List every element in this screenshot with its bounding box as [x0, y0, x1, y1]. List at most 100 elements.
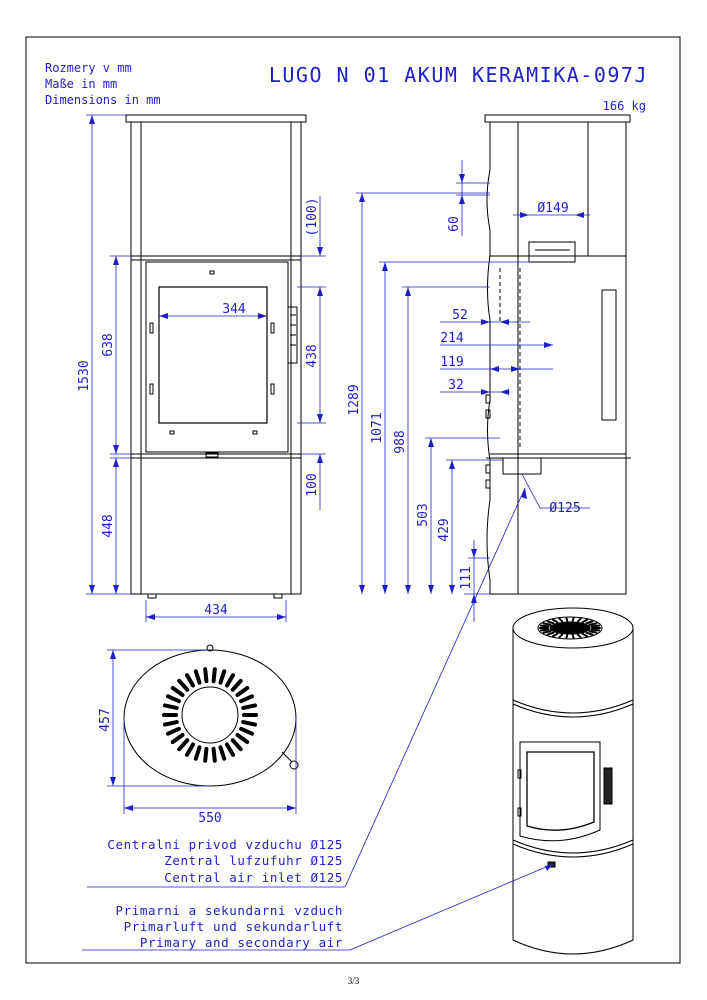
- top-view-dimension-labels: 457 550: [98, 708, 222, 826]
- stove-3d-joint-1: [512, 699, 634, 714]
- legend-primary-air-cz: Primarni a sekundarni vzduch: [115, 903, 343, 918]
- vent-slot: [235, 732, 250, 745]
- front-top-slab: [125, 114, 307, 123]
- front-door-handle: [287, 306, 298, 364]
- vent-slot: [177, 678, 190, 692]
- vent-slot: [542, 622, 552, 626]
- dim-flue-offset: 60: [447, 216, 462, 232]
- vent-slot: [585, 620, 594, 625]
- vent-slot: [193, 669, 202, 685]
- legend-primary-air-de: Primarluft und sekundarluft: [124, 919, 343, 934]
- top-view-outline: [123, 649, 297, 787]
- vent-slot: [581, 632, 589, 638]
- top-view-flue-circle: [181, 686, 239, 744]
- dim-d-32: 32: [448, 378, 464, 393]
- vent-slot: [177, 738, 190, 752]
- front-view-dimension-labels: 1530 638 448 344 438 (100) 100 434: [77, 197, 320, 618]
- dim-base-height: 448: [101, 514, 116, 537]
- dim-h-988: 988: [393, 430, 408, 453]
- dim-total-height: 1530: [77, 360, 92, 391]
- dim-d-52: 52: [452, 308, 468, 323]
- vent-slot: [170, 732, 185, 745]
- title-block: Rozmery v mm Maße in mm Dimensions in mm…: [45, 61, 648, 113]
- vent-slot: [218, 669, 227, 685]
- page-number: 3/3: [347, 976, 360, 986]
- vent-slot: [165, 726, 181, 736]
- side-air-inlet: [502, 457, 542, 475]
- top-view-handle-knob: [289, 760, 299, 770]
- vent-slot: [546, 631, 555, 636]
- vent-slot: [571, 633, 575, 639]
- dim-bottom-gap: 100: [305, 473, 320, 496]
- vent-slot: [218, 745, 227, 761]
- vent-slot: [225, 673, 235, 688]
- vent-slot: [590, 624, 601, 628]
- vent-slot: [571, 617, 575, 623]
- dim-window-width: 344: [222, 302, 246, 317]
- vent-slot: [163, 720, 179, 727]
- vent-slot: [203, 746, 209, 763]
- vent-slot: [588, 622, 598, 626]
- vent-slot: [551, 618, 559, 624]
- vent-slot: [211, 746, 217, 763]
- vent-slot: [241, 703, 257, 710]
- vent-slot: [165, 694, 181, 704]
- vent-slot: [590, 628, 601, 632]
- side-flue-outlet: [528, 241, 576, 263]
- units-english: Dimensions in mm: [45, 93, 161, 107]
- vent-slot: [170, 685, 185, 698]
- vent-slot: [558, 633, 564, 639]
- callout-leaders: [82, 487, 554, 951]
- vent-slot: [211, 667, 217, 684]
- vent-slot: [576, 633, 582, 639]
- dim-air-inlet-diameter: Ø125: [549, 501, 580, 516]
- dim-window-height: 438: [305, 344, 320, 367]
- vent-slot: [565, 617, 569, 623]
- dim-width: 434: [204, 603, 228, 618]
- top-view-vent-slots: [162, 667, 258, 763]
- units-german: Maße in mm: [45, 77, 117, 91]
- vent-slot: [235, 685, 250, 698]
- dim-h-1071: 1071: [370, 412, 385, 443]
- dim-h-1289: 1289: [347, 384, 362, 415]
- side-top-slab: [484, 114, 631, 123]
- vent-slot: [239, 726, 255, 736]
- legend-central-air-de: Zentral lufzufuhr Ø125: [164, 853, 343, 868]
- vent-slot: [193, 745, 202, 761]
- vent-slot: [565, 633, 569, 639]
- dim-h-429: 429: [437, 518, 452, 541]
- vent-slot: [239, 694, 255, 704]
- dim-flue-diameter: Ø149: [537, 201, 568, 216]
- dim-door-section: 638: [101, 333, 116, 356]
- vent-slot: [546, 620, 555, 625]
- vent-slot: [163, 703, 179, 710]
- side-handle-slot: [601, 289, 617, 421]
- top-view-knob: [206, 644, 214, 652]
- top-view-dimensions: [107, 649, 297, 814]
- stove-3d-view: [512, 607, 634, 955]
- vent-slot: [230, 678, 243, 692]
- stove-3d-vent-slots: [539, 617, 601, 639]
- vent-slot: [185, 673, 195, 688]
- vent-slot: [551, 632, 559, 638]
- vent-slot: [588, 630, 598, 634]
- side-view-dimension-labels: Ø149 60 1289 1071 988 503 429 111 52 214…: [347, 201, 581, 590]
- front-body: [130, 121, 302, 595]
- vent-slot: [585, 631, 594, 636]
- product-weight: 166 kg: [603, 99, 646, 113]
- legend-central-air-cz: Centralni privod vzduchu Ø125: [107, 837, 343, 852]
- top-view: [123, 644, 299, 787]
- side-body-outline: [486, 122, 627, 595]
- legend-central-air: Centralni privod vzduchu Ø125 Zentral lu…: [107, 837, 343, 885]
- dim-top-gap: (100): [305, 197, 320, 236]
- stove-3d-glass: [526, 751, 595, 831]
- side-view: [484, 114, 631, 595]
- vent-slot: [539, 628, 550, 632]
- product-title: LUGO N 01 AKUM KERAMIKA-097J: [269, 63, 648, 87]
- dim-d-119: 119: [440, 355, 463, 370]
- vent-slot: [185, 742, 195, 757]
- side-view-dimensions: [356, 160, 590, 622]
- vent-slot: [558, 617, 564, 623]
- dim-h-503: 503: [416, 503, 431, 526]
